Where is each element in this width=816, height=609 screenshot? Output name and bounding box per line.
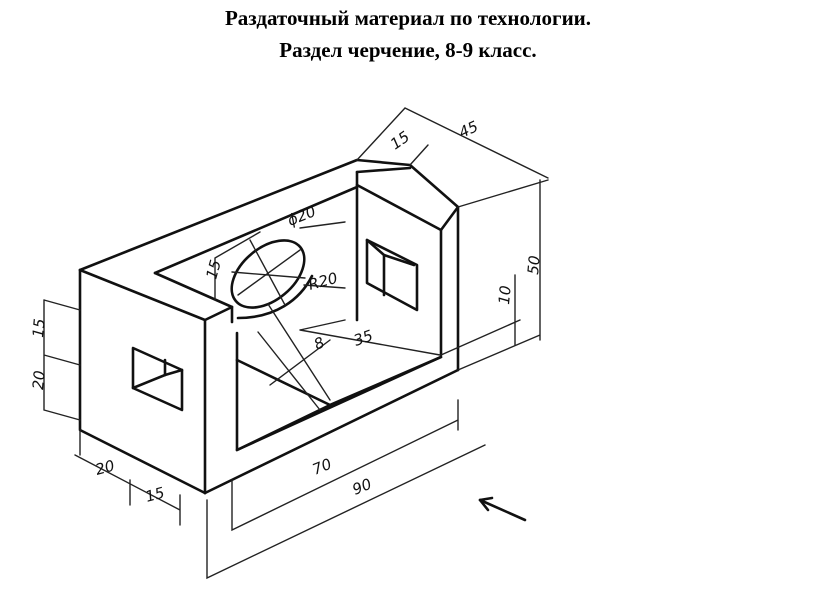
window-left [131, 346, 184, 412]
dim-45: 45 [456, 117, 481, 141]
dim-15-bottom: 15 [143, 484, 166, 506]
window-back [365, 238, 419, 312]
dimension-labels: 15 45 ϕ20 15 R20 50 10 35 8 15 20 20 15 … [29, 117, 544, 506]
part-outline [78, 158, 460, 495]
dim-35: 35 [351, 326, 375, 349]
dim-15-top: 15 [387, 128, 413, 154]
dimension-lines [43, 107, 549, 580]
dim-70: 70 [310, 455, 334, 479]
dim-20-bottom: 20 [93, 457, 116, 479]
dim-50: 50 [524, 255, 544, 276]
dim-15-hole: 15 [202, 258, 224, 281]
dim-90: 90 [350, 475, 374, 499]
dim-20-left: 20 [29, 370, 49, 391]
title-line-1: Раздаточный материал по технологии. [224, 6, 592, 30]
dim-15-left: 15 [29, 318, 49, 339]
title-line-2: Раздел черчение, 8-9 класс. [279, 38, 537, 62]
dim-10: 10 [495, 285, 515, 306]
dim-r20: R20 [306, 269, 339, 294]
